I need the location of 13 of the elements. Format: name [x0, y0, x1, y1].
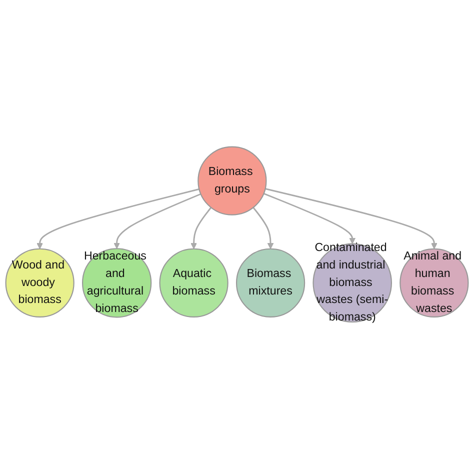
- node-circle: Aquatic biomass: [159, 248, 228, 318]
- node-circle: Contaminated and industrial biomass wastes (semi-biomass): [312, 244, 392, 323]
- node-circle: Biomass mixtures: [236, 248, 306, 318]
- arrow: [263, 193, 356, 245]
- node-circle: Biomass groups: [198, 146, 267, 216]
- node-circle: Animal and human biomass wastes: [400, 248, 469, 318]
- node-circle: Herbaceous and agricultural biomass: [82, 248, 152, 318]
- arrow: [36, 188, 200, 250]
- node-circle: Wood and woody biomass: [5, 248, 74, 318]
- arrow: [114, 194, 202, 250]
- arrow: [265, 188, 438, 250]
- arrow: [252, 207, 274, 250]
- arrow: [190, 207, 212, 250]
